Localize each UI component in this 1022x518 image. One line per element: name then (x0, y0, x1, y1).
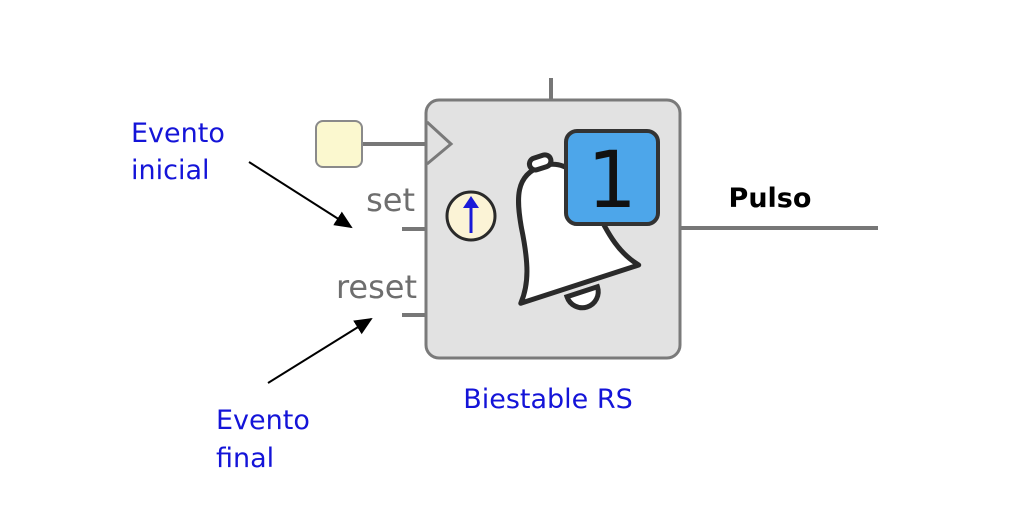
start-event-annotation-line1: Evento (131, 118, 225, 149)
end-event-annotation-line2: final (216, 443, 274, 474)
block-title: Biestable RS (463, 384, 633, 415)
reset-label: reset (336, 268, 417, 306)
clock-input-box[interactable] (315, 120, 363, 168)
rising-edge-arrow-icon (445, 190, 497, 242)
clock-triangle-icon (425, 120, 454, 166)
start-event-arrow (248, 161, 353, 229)
set-label: set (366, 181, 415, 219)
counter-badge-value: 1 (587, 136, 637, 226)
counter-badge (564, 129, 660, 226)
start-event-annotation-line2: inicial (131, 155, 210, 186)
end-event-annotation-line1: Evento (216, 405, 310, 436)
output-label: Pulso (729, 183, 812, 214)
end-event-arrow (267, 317, 373, 384)
